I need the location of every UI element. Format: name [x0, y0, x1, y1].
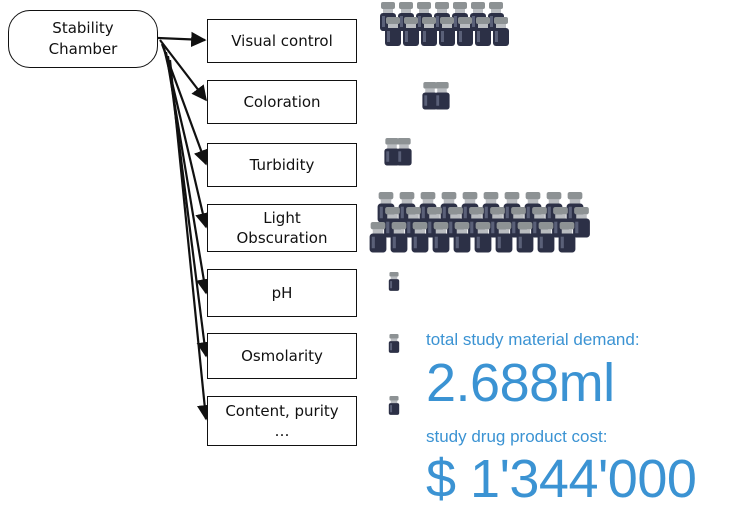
arrow-to-content-purity — [168, 59, 213, 421]
test-label-line-2: Obscuration — [236, 229, 328, 247]
arrow-to-coloration — [159, 39, 207, 102]
test-label: Turbidity — [249, 156, 315, 174]
vials-visual-control — [380, 2, 509, 46]
vial-icon — [453, 222, 471, 253]
test-label-line-1: Light — [263, 209, 301, 227]
vial-icon — [516, 222, 534, 253]
vial-icon — [573, 207, 590, 238]
test-label: pH — [271, 284, 293, 302]
test-box-ph: pH — [207, 269, 357, 317]
source-line-2: Chamber — [48, 40, 118, 58]
arrow-to-visual-control — [157, 31, 207, 48]
vial-icon — [385, 17, 401, 46]
vial-icon — [432, 222, 450, 253]
test-box-turbidity: Turbidity — [207, 143, 357, 187]
vial-icon — [457, 17, 473, 46]
vial-icon — [421, 17, 437, 46]
cost-value: $ 1'344'000 — [426, 449, 697, 509]
vial-icon — [388, 334, 400, 353]
test-label-line-1: Content, purity — [225, 402, 339, 420]
test-label-line-2: … — [274, 422, 290, 440]
vial-icon — [384, 138, 400, 166]
vial-icon — [403, 17, 419, 46]
vial-icon — [396, 138, 412, 166]
test-box-osmolarity: Osmolarity — [207, 333, 357, 379]
cost-label: study drug product cost: — [426, 427, 608, 446]
test-box-light-obscuration: Light Obscuration — [207, 204, 357, 252]
test-label: Osmolarity — [241, 347, 323, 365]
vial-icon — [537, 222, 555, 253]
vials-turbidity — [384, 138, 412, 166]
test-box-content-purity: Content, purity … — [207, 396, 357, 446]
test-box-visual-control: Visual control — [207, 19, 357, 63]
vial-icon — [369, 222, 387, 253]
vial-icon — [474, 222, 492, 253]
test-label: Visual control — [231, 32, 333, 50]
vial-icon — [439, 17, 455, 46]
vials-osmolarity — [388, 334, 400, 353]
stability-chamber-node: Stability Chamber — [8, 10, 158, 68]
vials-light-obscuration — [369, 192, 590, 253]
source-line-1: Stability — [52, 19, 114, 37]
vial-icon — [411, 222, 429, 253]
vials-content-purity — [388, 396, 400, 415]
vial-groups — [369, 2, 590, 415]
test-box-coloration: Coloration — [207, 80, 357, 124]
test-label: Coloration — [243, 93, 321, 111]
vials-coloration — [422, 82, 450, 110]
vial-icon — [558, 222, 576, 253]
vial-icon — [388, 396, 400, 415]
vial-icon — [495, 222, 513, 253]
vial-icon — [493, 17, 509, 46]
vials-ph — [388, 272, 400, 291]
demand-value: 2.688ml — [426, 353, 615, 413]
demand-label: total study material demand: — [426, 330, 640, 349]
vial-icon — [475, 17, 491, 46]
vial-icon — [434, 82, 450, 110]
connector-arrows — [157, 31, 213, 421]
vial-icon — [422, 82, 438, 110]
vial-icon — [390, 222, 408, 253]
vial-icon — [388, 272, 400, 291]
